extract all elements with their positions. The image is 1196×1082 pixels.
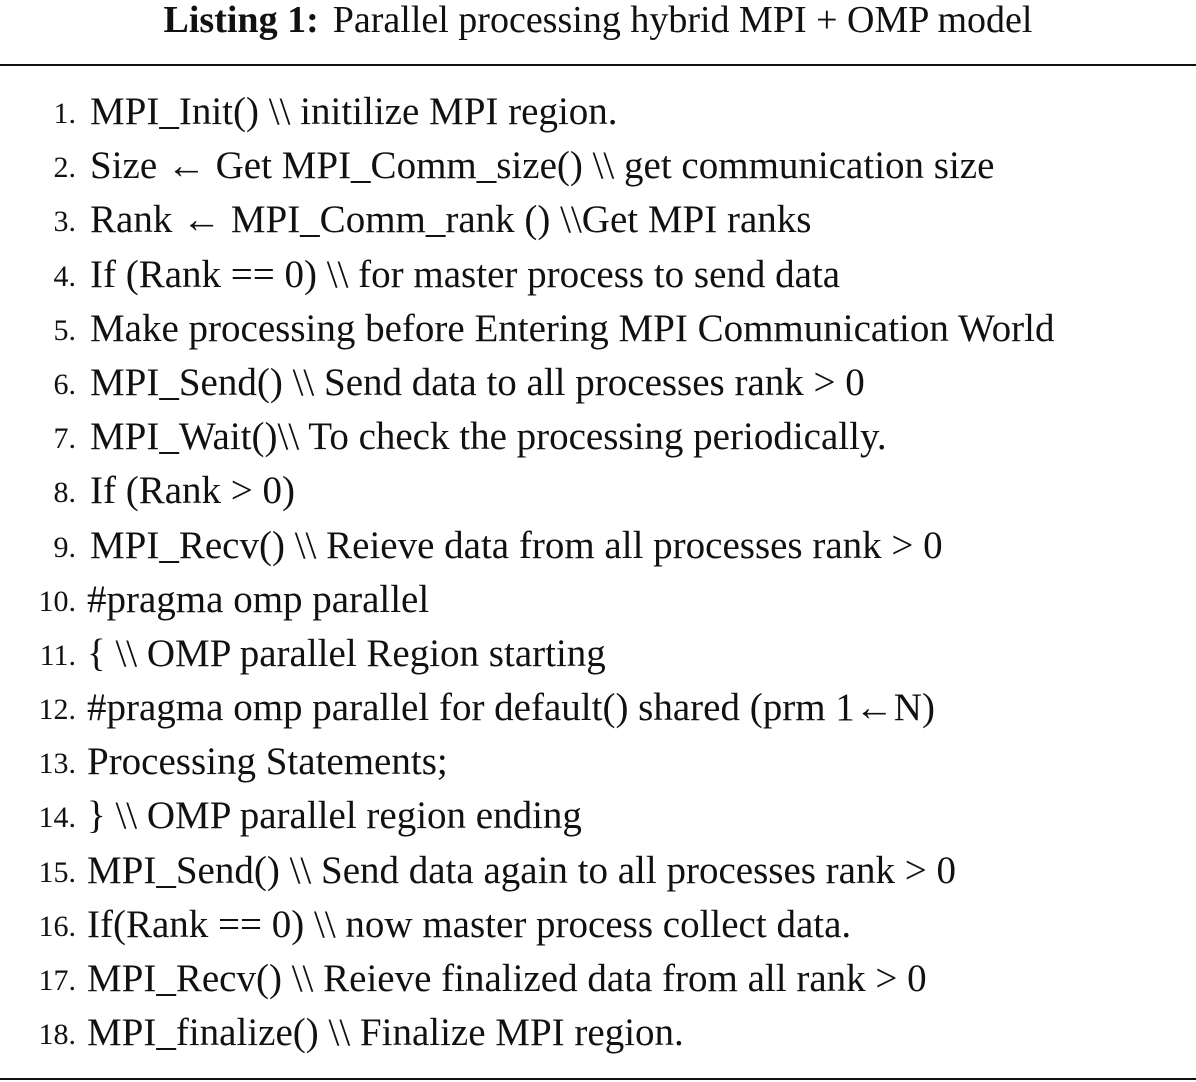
line-text: MPI_Wait()\\ To check the processing per… bbox=[90, 415, 887, 459]
line-number: 17. bbox=[38, 964, 77, 997]
code-listing: 1. MPI_Init() \\ initilize MPI region. 2.… bbox=[0, 84, 1196, 1059]
line-number: 8. bbox=[53, 476, 77, 510]
listing-line: 16. If(Rank == 0) \\ now master process c… bbox=[0, 897, 1196, 951]
listing-line: 10. #pragma omp parallel bbox=[0, 572, 1196, 626]
line-text: Processing Statements; bbox=[87, 740, 448, 784]
line-number: 14. bbox=[38, 801, 77, 835]
listing-label: Listing 1: bbox=[163, 0, 319, 41]
line-number: 4. bbox=[53, 259, 77, 293]
listing-line: 5. Make processing before Entering MPI Co… bbox=[0, 301, 1196, 355]
listing-caption: Listing 1: Parallel processing hybrid MPI… bbox=[0, 0, 1196, 58]
listing-line: 3. Rank ← MPI_Comm_rank () \\Get MPI rank… bbox=[0, 192, 1196, 246]
listing-line: 7. MPI_Wait()\\ To check the processing p… bbox=[0, 409, 1196, 463]
listing-line: 4. If (Rank == 0) \\ for master process t… bbox=[0, 247, 1196, 301]
bottom-rule bbox=[0, 1078, 1196, 1080]
line-number: 3. bbox=[53, 205, 77, 239]
line-number: 12. bbox=[38, 693, 77, 727]
line-text: MPI_finalize() \\ Finalize MPI region. bbox=[87, 1011, 684, 1055]
line-number: 11. bbox=[39, 638, 76, 672]
listing-line: 14. } \\ OMP parallel region ending bbox=[0, 788, 1196, 842]
line-number: 6. bbox=[53, 367, 77, 401]
line-text: MPI_Recv() \\ Reieve finalized data from… bbox=[87, 957, 927, 1000]
line-number: 18. bbox=[38, 1018, 77, 1052]
line-text: { \\ OMP parallel Region starting bbox=[87, 631, 606, 675]
listing-line: 1. MPI_Init() \\ initilize MPI region. bbox=[0, 84, 1196, 138]
listing-line: 11. { \\ OMP parallel Region starting bbox=[0, 626, 1196, 680]
line-text: If (Rank == 0) \\ for master process to … bbox=[90, 252, 841, 296]
line-number: 15. bbox=[38, 855, 77, 889]
listing-line: 2. Size ← Get MPI_Comm_size() \\ get comm… bbox=[0, 138, 1196, 192]
line-text: MPI_Send() \\ Send data again to all pro… bbox=[87, 848, 956, 892]
listing-line: 9. MPI_Recv() \\ Reieve data from all pro… bbox=[0, 518, 1196, 572]
listing-line: 6. MPI_Send() \\ Send data to all process… bbox=[0, 355, 1196, 409]
line-number: 7. bbox=[53, 422, 77, 456]
line-number: 1. bbox=[53, 97, 77, 130]
line-text: MPI_Init() \\ initilize MPI region. bbox=[90, 90, 618, 133]
listing-line: 18. MPI_finalize() \\ Finalize MPI region… bbox=[0, 1005, 1196, 1059]
line-number: 10. bbox=[38, 584, 77, 618]
line-number: 9. bbox=[53, 530, 77, 564]
listing-line: 15. MPI_Send() \\ Send data again to all … bbox=[0, 843, 1196, 897]
line-text: #pragma omp parallel for default() share… bbox=[87, 686, 935, 730]
line-text: If (Rank > 0) bbox=[90, 469, 296, 513]
listing-title: Parallel processing hybrid MPI + OMP mod… bbox=[332, 0, 1033, 41]
line-number: 5. bbox=[53, 313, 77, 347]
line-number: 2. bbox=[53, 151, 77, 185]
line-text: #pragma omp parallel bbox=[87, 577, 430, 621]
listing-line: 17. MPI_Recv() \\ Reieve finalized data f… bbox=[0, 951, 1196, 1005]
line-text: If(Rank == 0) \\ now master process coll… bbox=[87, 902, 852, 946]
line-number: 13. bbox=[38, 747, 77, 781]
top-rule bbox=[0, 64, 1196, 66]
line-text: Rank ← MPI_Comm_rank () \\Get MPI ranks bbox=[90, 198, 812, 242]
listing-line: 12. #pragma omp parallel for default() sh… bbox=[0, 680, 1196, 734]
line-text: MPI_Send() \\ Send data to all processes… bbox=[90, 360, 865, 404]
line-text: } \\ OMP parallel region ending bbox=[87, 794, 582, 838]
listing-line: 13. Processing Statements; bbox=[0, 734, 1196, 788]
listing-line: 8. If (Rank > 0) bbox=[0, 463, 1196, 517]
line-text: Size ← Get MPI_Comm_size() \\ get commun… bbox=[90, 144, 995, 188]
line-text: Make processing before Entering MPI Comm… bbox=[90, 306, 1055, 350]
line-text: MPI_Recv() \\ Reieve data from all proce… bbox=[90, 523, 943, 567]
line-number: 16. bbox=[38, 909, 77, 943]
